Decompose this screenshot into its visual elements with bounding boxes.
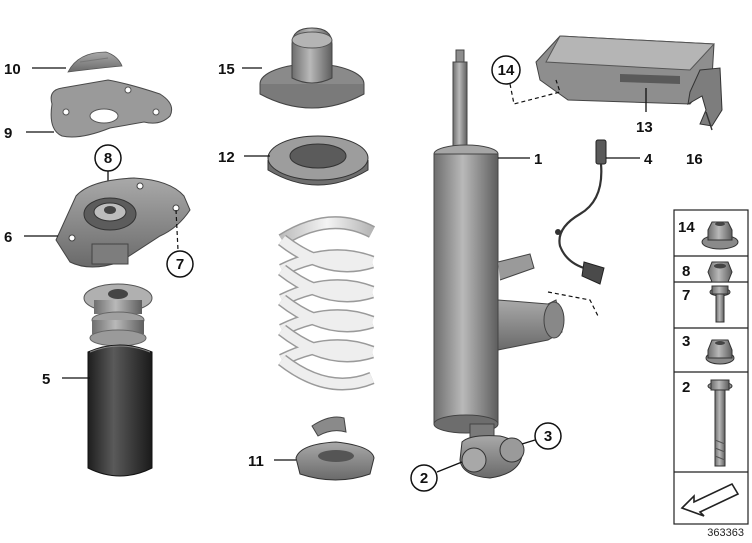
side-item-8[interactable]: 8: [682, 261, 733, 283]
side-item-3[interactable]: 3: [682, 333, 735, 365]
side-item-7-label: 7: [682, 287, 690, 304]
part-4-sensor-cable[interactable]: [555, 139, 607, 285]
side-item-14[interactable]: 14: [678, 219, 739, 250]
long-bolt-icon: [707, 379, 733, 467]
callout-13[interactable]: 13: [636, 119, 653, 136]
part-13-control-unit[interactable]: [535, 35, 716, 105]
direction-arrow-icon: [680, 482, 740, 517]
callout-3-circle: [534, 422, 562, 450]
side-item-8-label: 8: [682, 263, 690, 280]
coil-spring[interactable]: [277, 216, 376, 391]
part-5-boot[interactable]: [83, 283, 153, 477]
callout-15[interactable]: 15: [218, 61, 235, 78]
callout-8[interactable]: 8: [104, 150, 112, 167]
callout-12[interactable]: 12: [218, 149, 235, 166]
bolt-icon: [709, 285, 731, 323]
side-item-2[interactable]: 2: [682, 379, 733, 467]
nut-small-icon: [705, 339, 735, 365]
callout-7[interactable]: 7: [176, 256, 184, 273]
leader-3: [521, 439, 536, 445]
side-item-2-label: 2: [682, 379, 690, 396]
part-16-bracket[interactable]: [687, 67, 723, 131]
leader-4-dashed: [547, 291, 599, 317]
callout-9[interactable]: 9: [4, 125, 12, 142]
side-item-3-label: 3: [682, 333, 690, 350]
part-15-spring-pad-upper[interactable]: [259, 27, 365, 109]
callout-11[interactable]: 11: [248, 453, 264, 470]
callout-3[interactable]: 3: [544, 428, 552, 445]
part-11-spring-pad-lower[interactable]: [295, 416, 375, 481]
callout-14-circle: [491, 55, 521, 85]
part-9-gasket[interactable]: [50, 79, 173, 138]
side-item-14-label: 14: [678, 219, 695, 236]
callout-16[interactable]: 16: [686, 151, 703, 168]
callout-1[interactable]: 1: [534, 151, 542, 168]
part-12-spring-seat[interactable]: [267, 135, 369, 186]
part-10-cap[interactable]: [67, 51, 123, 73]
side-item-7[interactable]: 7: [682, 285, 731, 323]
part-6-strut-mount[interactable]: [55, 177, 191, 268]
side-panel: [673, 209, 749, 525]
part-1-shock-absorber[interactable]: [433, 49, 565, 479]
callout-10[interactable]: 10: [4, 61, 21, 78]
callout-2[interactable]: 2: [420, 470, 428, 487]
callout-5[interactable]: 5: [42, 371, 50, 388]
nut-icon: [701, 221, 739, 250]
callout-14[interactable]: 14: [498, 62, 515, 79]
leader-14: [509, 79, 561, 105]
callout-4[interactable]: 4: [644, 151, 653, 168]
callout-6[interactable]: 6: [4, 229, 12, 246]
callout-2-circle: [410, 464, 438, 492]
callout-7-circle: [166, 250, 194, 278]
leader-2: [436, 461, 463, 473]
diagram-ref-number: 363363: [707, 527, 744, 539]
hex-nut-icon: [707, 261, 733, 283]
